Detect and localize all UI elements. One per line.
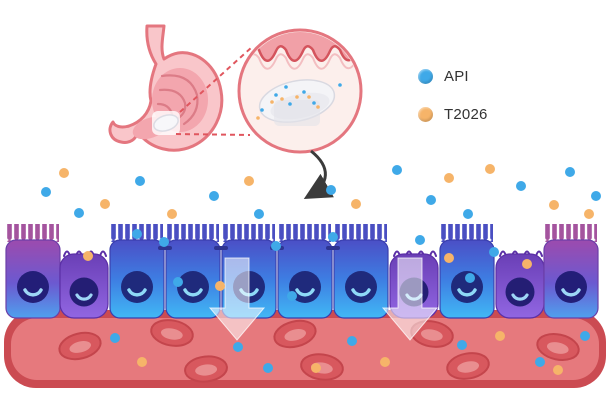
t2026-particle [549, 200, 559, 210]
red-blood-cell [410, 320, 454, 348]
capsule-dissolving-panel [274, 100, 320, 126]
api-particle [347, 336, 357, 346]
api-particle [415, 235, 425, 245]
blood-vessel [4, 310, 606, 388]
epithelial-cell [164, 222, 222, 320]
t2026-particle [444, 173, 454, 183]
red-blood-cell [150, 319, 194, 347]
api-particle [328, 232, 338, 242]
t2026-particle [59, 168, 69, 178]
t2026-particle [380, 357, 390, 367]
legend-item-t2026: T2026 [418, 106, 488, 123]
t2026-particle [167, 209, 177, 219]
magnifier-dashed-lines [175, 46, 253, 136]
api-particle [535, 357, 545, 367]
api-particle [457, 340, 467, 350]
curved-arrow [303, 149, 334, 199]
api-particle [41, 187, 51, 197]
t2026-particle [295, 95, 299, 99]
t2026-particle [244, 176, 254, 186]
api-particle [274, 93, 278, 97]
api-particle [287, 291, 297, 301]
t2026-particle [215, 281, 225, 291]
api-particle [110, 333, 120, 343]
api-particle [426, 195, 436, 205]
t2026-particles [59, 95, 594, 375]
t2026-particle [270, 100, 274, 104]
api-particle [591, 191, 601, 201]
t2026-particle [584, 209, 594, 219]
legend-label-t2026: T2026 [444, 106, 488, 123]
red-blood-cell [58, 331, 102, 361]
api-particle [135, 176, 145, 186]
t2026-particle [485, 164, 495, 174]
magnifier-circle [237, 28, 363, 154]
api-particle [260, 108, 264, 112]
t2026-particle [522, 259, 532, 269]
epithelial-cell [58, 249, 110, 320]
t2026-particle [280, 97, 284, 101]
api-particle [284, 85, 288, 89]
api-particles [41, 83, 601, 373]
api-particle [209, 191, 219, 201]
absorption-arrow [381, 257, 439, 341]
red-blood-cell [273, 319, 317, 349]
epithelial-cell [276, 222, 334, 320]
stomach-pill [153, 114, 179, 132]
legend: API T2026 [418, 68, 488, 123]
api-particle [233, 342, 243, 352]
legend-item-api: API [418, 68, 488, 85]
red-blood-cell [184, 355, 228, 383]
magnifier-rim [237, 28, 363, 154]
api-particle [580, 331, 590, 341]
t2026-particle [495, 331, 505, 341]
absorption-arrows [208, 257, 439, 341]
api-particle [159, 237, 169, 247]
api-particle [132, 229, 142, 239]
api-particle [271, 241, 281, 251]
api-particle [489, 247, 499, 257]
api-particle [465, 273, 475, 283]
api-particle [565, 167, 575, 177]
api-particle [302, 90, 306, 94]
api-particle [326, 185, 336, 195]
legend-label-api: API [444, 68, 469, 85]
red-blood-cells [58, 319, 580, 383]
epithelial-cell [332, 222, 390, 320]
api-particle [263, 363, 273, 373]
t2026-dot-icon [418, 107, 433, 122]
t2026-particle [83, 251, 93, 261]
t2026-particle [307, 95, 311, 99]
stomach-wall-band [241, 32, 359, 61]
epithelial-cell-layer [4, 222, 600, 320]
t2026-particle [444, 253, 454, 263]
red-blood-cell [446, 352, 490, 380]
api-particle [338, 83, 342, 87]
epithelial-cell [438, 222, 496, 320]
t2026-particle [316, 105, 320, 109]
api-particle [254, 209, 264, 219]
t2026-particle [553, 365, 563, 375]
api-particle [516, 181, 526, 191]
t2026-particle [100, 199, 110, 209]
epithelial-cell [4, 222, 62, 320]
t2026-particle [311, 363, 321, 373]
t2026-particle [256, 116, 260, 120]
red-blood-cell [536, 333, 580, 361]
api-particle [74, 208, 84, 218]
api-dot-icon [418, 69, 433, 84]
stomach-wall-line-inner [241, 53, 359, 70]
absorption-arrow [208, 257, 266, 341]
api-particle [463, 209, 473, 219]
t2026-particle [351, 199, 361, 209]
stomach-illustration [108, 24, 224, 152]
api-particle [288, 102, 292, 106]
t2026-particle [137, 357, 147, 367]
epithelial-cell [542, 222, 600, 320]
api-particle [392, 165, 402, 175]
epithelial-cell [494, 249, 546, 320]
api-particle [312, 101, 316, 105]
api-particle [173, 277, 183, 287]
